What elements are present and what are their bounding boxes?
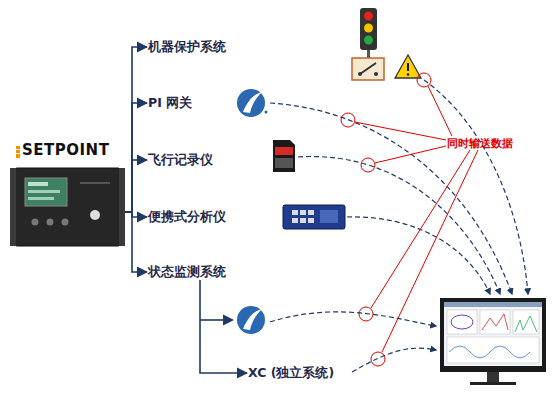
pi-logo bbox=[237, 306, 265, 334]
tree-connector bbox=[200, 280, 247, 373]
tree-connector bbox=[125, 212, 147, 272]
portable-analyzer bbox=[283, 205, 345, 229]
system-label: PI 网关 bbox=[148, 95, 192, 111]
node-text: 便携式分析仪 bbox=[148, 209, 226, 225]
branch-line bbox=[200, 319, 232, 321]
system-label: 飞行记录仪 bbox=[148, 152, 213, 168]
callout-note: 同时输送数据 bbox=[447, 136, 513, 151]
sd-card bbox=[273, 140, 295, 172]
tree-connector bbox=[125, 212, 147, 217]
device-node: SETPOINT bbox=[12, 142, 125, 250]
callout-leaders bbox=[355, 86, 478, 352]
pi-logo bbox=[237, 89, 268, 117]
system-label: 便携式分析仪 bbox=[148, 209, 226, 225]
tree-connector bbox=[125, 103, 147, 212]
system-label: 机器保护系统 bbox=[148, 39, 226, 55]
tree-connector bbox=[125, 160, 147, 212]
node-text: PI 网关 bbox=[148, 95, 192, 111]
node-text: XC (独立系统) bbox=[248, 365, 334, 381]
node-text: 状态监测系统 bbox=[148, 264, 226, 280]
logo-mark bbox=[16, 146, 20, 158]
monitor bbox=[440, 298, 546, 385]
node-text: 机器保护系统 bbox=[148, 39, 226, 55]
system-label: XC (独立系统) bbox=[248, 365, 334, 381]
rack-device bbox=[10, 168, 125, 246]
node-text: SETPOINT bbox=[12, 142, 125, 158]
data-flow bbox=[270, 80, 528, 372]
alarm-icons bbox=[352, 8, 421, 80]
callout-circles bbox=[341, 73, 431, 366]
system-label: 状态监测系统 bbox=[148, 264, 226, 280]
tree-connector bbox=[125, 47, 147, 212]
node-text: 飞行记录仪 bbox=[148, 152, 213, 168]
